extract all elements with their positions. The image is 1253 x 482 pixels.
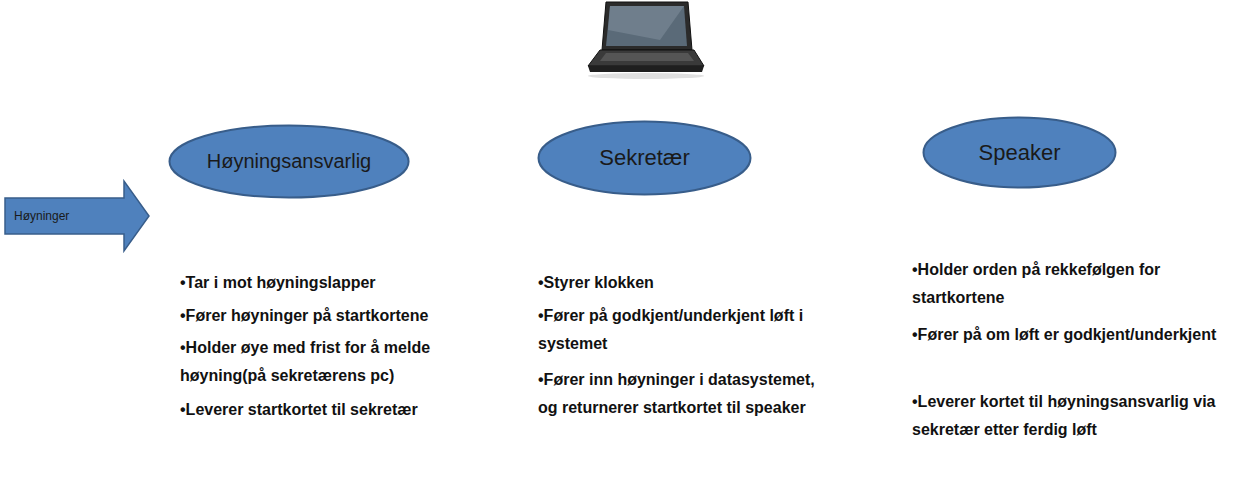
node-text: Høyningsansvarlig [168, 124, 410, 199]
laptop-illustration [588, 2, 704, 79]
node-label: Sekretær [599, 145, 689, 171]
node-text: Speaker [922, 116, 1117, 189]
role-ellipse: Høyningsansvarlig [168, 124, 410, 199]
ellipse-fill [169, 126, 408, 198]
bullet-item: •Fører på godkjent/underkjent løft i sys… [538, 302, 838, 358]
node-text: Sekretær [537, 120, 752, 196]
bullet-item: •Fører høyninger på startkortene [180, 302, 510, 330]
bullet-item: •Holder orden på rekkefølgen for startko… [912, 256, 1232, 312]
bullet-item: •Tar i mot høyningslapper [180, 269, 510, 297]
node-label: Høyningsansvarlig [207, 150, 372, 173]
ellipse-fill [924, 118, 1116, 188]
bullet-item: •Fører på om løft er godkjent/underkjent [912, 321, 1232, 349]
bullet-item: •Holder øye med frist for å melde høynin… [180, 334, 510, 390]
arrow-polygon [5, 181, 149, 251]
bullet-item: •Leverer kortet til høyningsansvarlig vi… [912, 388, 1232, 444]
node-text: Høyninger [4, 180, 150, 252]
bullet-item: •Styrer klokken [538, 269, 838, 297]
arrow-shape: Høyninger [4, 180, 150, 252]
role-ellipse: Sekretær [537, 120, 752, 196]
ellipse-fill [539, 122, 751, 195]
role-ellipse: Speaker [922, 116, 1117, 189]
bullet-item: •Leverer startkortet til sekretær [180, 396, 510, 424]
node-label: Høyninger [14, 209, 69, 223]
node-label: Speaker [979, 140, 1061, 166]
bullet-item: •Fører inn høyninger i datasystemet, og … [538, 366, 838, 422]
